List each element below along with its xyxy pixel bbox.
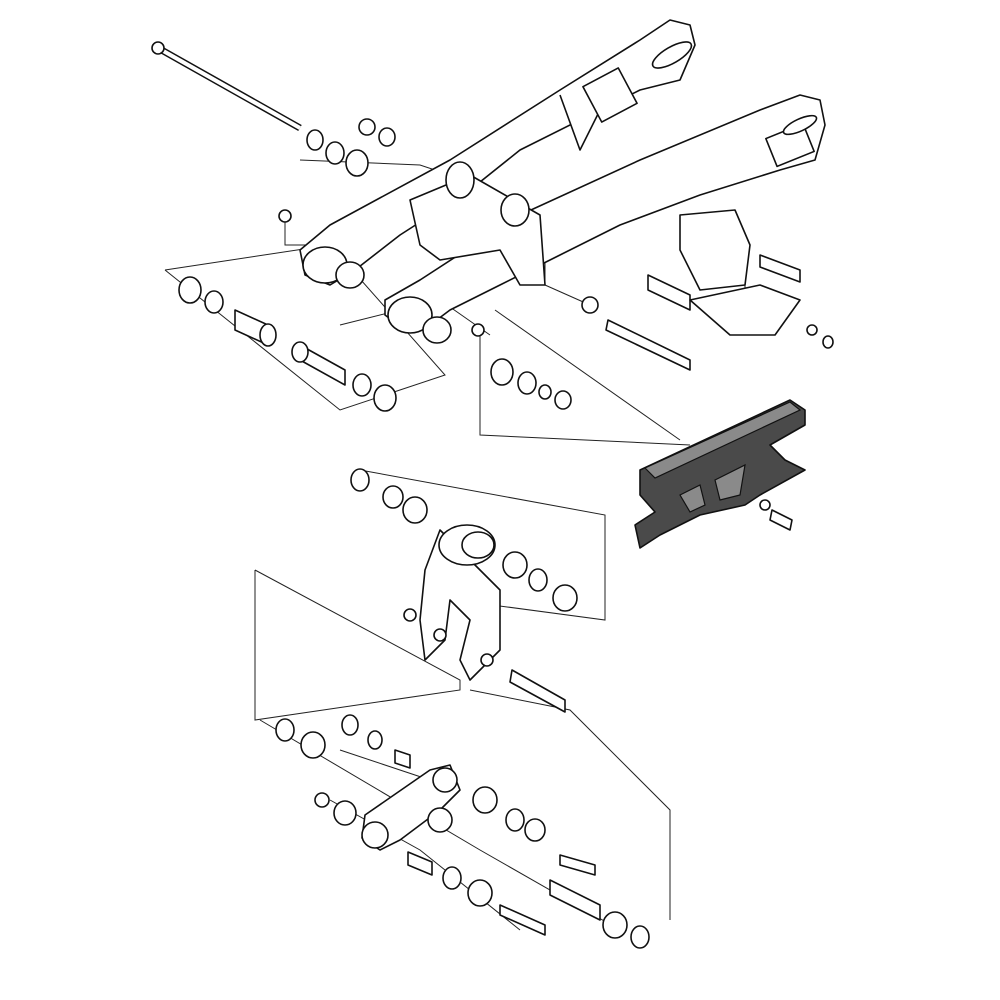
diagram-part-line (467, 879, 493, 907)
bolt (559, 854, 596, 876)
bolt (769, 509, 793, 531)
bracket-hardware (581, 254, 834, 371)
nut (554, 390, 572, 410)
diagram-part-line (461, 531, 495, 559)
nut (358, 118, 376, 136)
diagram-part-line (361, 821, 389, 849)
slider-cutout (679, 484, 706, 513)
seal (352, 373, 372, 397)
diagram-part-line (333, 800, 357, 826)
collar (549, 879, 601, 921)
bearing (178, 276, 202, 304)
chain-guide-upper (689, 284, 801, 336)
pivot-bearings-group (178, 118, 572, 412)
linkage-mount-right (500, 193, 530, 227)
swingarm-rib (559, 94, 601, 151)
relay-arm[interactable] (361, 764, 461, 851)
grease-nipple (471, 323, 485, 337)
axle-slot-left (651, 41, 693, 69)
grease-nipple (278, 209, 292, 223)
linkage-rod-hardware (350, 468, 578, 713)
diagram-part-line (314, 792, 330, 808)
diagram-part-line (254, 569, 461, 721)
diagram-part-line (469, 689, 671, 920)
diagram-part-line (151, 41, 165, 55)
diagram-part-line (300, 731, 326, 759)
washer (581, 296, 599, 314)
diagram-part-line (359, 469, 606, 621)
diagram-part-line (433, 628, 447, 642)
axle-slot-right (782, 114, 818, 136)
diagram-part-line (480, 653, 494, 667)
diagram-part-line (164, 244, 446, 411)
seal (204, 290, 224, 314)
diagram-part-line (291, 341, 309, 363)
washer (378, 127, 396, 147)
diagram-part-line (341, 714, 359, 736)
diagram-part-line (419, 529, 501, 681)
pivot-hole-left (335, 261, 365, 289)
diagram-part-line (367, 730, 383, 750)
bolt (499, 904, 546, 936)
bearing (490, 358, 514, 386)
linkage-rod[interactable] (419, 524, 501, 681)
swingarm[interactable] (299, 19, 826, 344)
diagram-part-line (602, 911, 628, 939)
pivot-boss-right (387, 296, 433, 334)
collar-end (259, 323, 277, 347)
diagram-part-line (427, 807, 453, 833)
diagram-part-line (494, 309, 681, 441)
diagram-part-line (505, 808, 525, 832)
diagram-part-line (394, 749, 411, 769)
diagram-part-line (479, 335, 691, 446)
diagram-part-line (157, 46, 301, 130)
bolt (509, 669, 566, 713)
bearing (373, 384, 397, 412)
bearing (345, 149, 369, 177)
pivot-hole-right (422, 316, 452, 344)
diagram-part-line (339, 749, 431, 781)
washer (759, 499, 771, 511)
diagram-part-line (524, 818, 546, 842)
seal (325, 141, 345, 165)
diagram-part-line (552, 584, 578, 612)
diagram-part-line (350, 468, 370, 492)
diagram-part-line (502, 551, 528, 579)
diagram-part-line (382, 485, 404, 509)
pivot-axle[interactable] (151, 41, 302, 132)
diagram-part-line (403, 608, 417, 622)
brake-bracket (679, 209, 751, 291)
diagram-part-line (407, 851, 433, 876)
diagram-part-line (275, 718, 295, 742)
collar (306, 129, 324, 151)
bolt (759, 254, 801, 283)
washer (538, 384, 552, 400)
diagram-part-line (442, 866, 462, 890)
diagram-part-line (806, 324, 818, 336)
diagram-part-line (402, 496, 428, 524)
diagram-part-line (630, 925, 650, 949)
slider-cutout (714, 463, 746, 501)
chain-slider-highlighted[interactable] (634, 399, 806, 549)
collar (647, 274, 691, 311)
relay-hardware (275, 714, 650, 949)
linkage-mount-left (445, 161, 475, 199)
diagram-part-line (432, 767, 458, 793)
long-bolt (605, 319, 691, 371)
seal (517, 371, 537, 395)
chain-slider-body (634, 399, 806, 549)
chain-adjuster-block-left (582, 67, 638, 123)
chain-slider-top-face (643, 401, 802, 479)
diagram-part-line (472, 786, 498, 814)
diagram-part-line (822, 335, 834, 349)
diagram-part-line (528, 568, 548, 592)
